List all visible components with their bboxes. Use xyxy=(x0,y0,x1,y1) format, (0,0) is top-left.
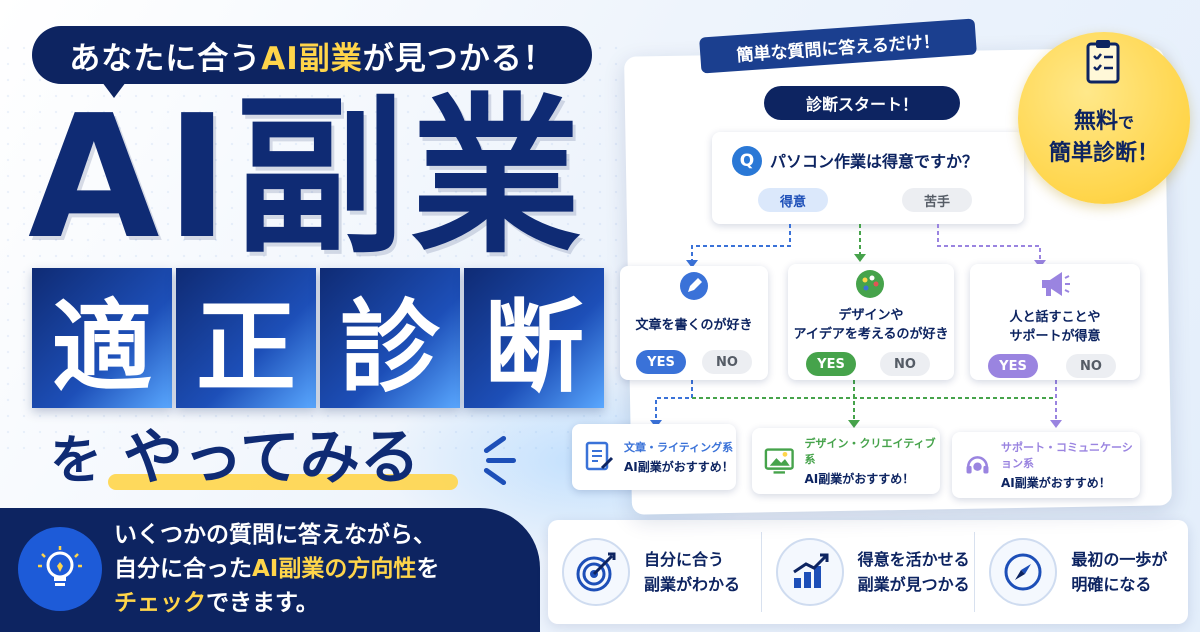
subtitle-main: やってみる xyxy=(122,423,420,493)
subtitle-particle: を xyxy=(50,431,103,491)
benefit-line-2: 明確になる xyxy=(1071,575,1152,594)
result-recommendation: AI副業がおすすめ！ xyxy=(624,460,734,474)
benefit-line-2: 副業がわかる xyxy=(644,575,741,594)
subtitle: を やってみる xyxy=(50,418,470,498)
info-line-3: チェックできます。 xyxy=(114,586,534,620)
benefit-line-1: 自分に合う xyxy=(644,550,725,569)
benefit-line-1: 得意を活かせる xyxy=(857,550,970,569)
result-card-support: サポート・コミュニケーション系 AI副業がおすすめ！ xyxy=(952,432,1140,498)
no-button[interactable]: NO xyxy=(702,350,752,374)
option-text: 文章を書くのが好き xyxy=(635,318,753,333)
benefit-line-1: 最初の一歩が xyxy=(1071,550,1168,569)
result-category: サポート・コミュニケーション系 xyxy=(1001,441,1133,470)
option-text: デザインや アイデアを考えるのが好き xyxy=(788,306,954,344)
lightbulb-icon xyxy=(18,527,102,611)
option-text-line-1: デザインや xyxy=(838,308,904,323)
result-recommendation: AI副業がおすすめ！ xyxy=(1001,476,1111,490)
badge-de: で xyxy=(1118,113,1135,132)
bubble-text-post: が見つかる！ xyxy=(362,40,555,77)
info-line-2: 自分に合ったAI副業の方向性を xyxy=(114,552,534,586)
benefits-bar: 自分に合う副業がわかる 得意を活かせる副業が見つかる 最初の一歩が明確になる xyxy=(548,520,1188,624)
info-line-3-post: できます。 xyxy=(206,590,319,616)
option-text-line-2: サポートが得意 xyxy=(1009,329,1101,344)
start-pill: 診断スタート！ xyxy=(764,86,960,120)
result-recommendation: AI副業がおすすめ！ xyxy=(804,472,915,486)
option-text: 人と話すことや サポートが得意 xyxy=(970,308,1140,346)
option-text-line-2: アイデアを考えるのが好き xyxy=(793,327,949,342)
question-box xyxy=(712,132,1024,224)
megaphone-icon xyxy=(1038,268,1072,304)
title-tile: 断 xyxy=(464,268,604,408)
title-tiles: 適 正 診 断 xyxy=(32,268,604,408)
growth-chart-icon xyxy=(775,538,844,606)
pen-icon xyxy=(678,270,710,306)
badge-line-2: 簡単診断！ xyxy=(1048,141,1159,166)
badge-free: 無料 xyxy=(1073,109,1118,134)
title-tile: 正 xyxy=(176,268,316,408)
flow-connectors xyxy=(650,224,1062,428)
bubble-text-pre: あなたに合う xyxy=(69,40,262,77)
answer-good-button[interactable]: 得意 xyxy=(758,188,828,212)
title-tile: 診 xyxy=(320,268,460,408)
option-text-line-1: 人と話すことや xyxy=(1009,310,1101,325)
yes-button[interactable]: YES xyxy=(636,350,686,374)
info-line-2-post: を xyxy=(416,556,440,582)
target-icon xyxy=(562,538,630,606)
question-mark-icon: Q xyxy=(732,146,762,176)
headset-icon xyxy=(966,456,989,474)
no-button[interactable]: NO xyxy=(1066,354,1116,378)
badge-line-1: 無料で xyxy=(1074,103,1134,135)
clipboard-icon xyxy=(1084,38,1122,88)
yes-button[interactable]: YES xyxy=(988,354,1038,378)
no-button[interactable]: NO xyxy=(880,352,930,376)
info-line-2-pre: 自分に合った xyxy=(114,556,252,582)
benefit-item: 得意を活かせる副業が見つかる xyxy=(760,532,975,612)
result-category: 文章・ライティング系 xyxy=(624,441,734,454)
yes-button[interactable]: YES xyxy=(806,352,856,376)
document-icon xyxy=(585,441,614,471)
image-icon xyxy=(764,448,794,474)
info-text: いくつかの質問に答えながら、 自分に合ったAI副業の方向性を チェックできます。 xyxy=(114,518,534,620)
main-title: AI副業 xyxy=(28,79,587,277)
result-card-design: デザイン・クリエイティブ系 AI副業がおすすめ！ xyxy=(752,428,940,494)
subtitle-underline xyxy=(108,474,458,490)
info-line-1: いくつかの質問に答えながら、 xyxy=(114,522,436,548)
compass-icon xyxy=(989,538,1058,606)
title-tile: 適 xyxy=(32,268,172,408)
info-line-2-highlight: AI副業の方向性 xyxy=(252,556,417,582)
result-category: デザイン・クリエイティブ系 xyxy=(804,437,936,466)
benefit-item: 最初の一歩が明確になる xyxy=(974,532,1188,612)
palette-icon xyxy=(854,268,886,304)
free-diagnosis-badge: 無料で 簡単診断！ xyxy=(1018,32,1190,204)
benefit-line-2: 副業が見つかる xyxy=(857,575,970,594)
sparkle-lines-icon xyxy=(482,434,522,487)
answer-bad-button[interactable]: 苦手 xyxy=(902,188,972,212)
bubble-text-highlight: AI副業 xyxy=(261,40,363,77)
info-line-3-highlight: チェック xyxy=(114,590,206,616)
result-card-writing: 文章・ライティング系 AI副業がおすすめ！ xyxy=(572,424,736,490)
benefit-item: 自分に合う副業がわかる xyxy=(548,532,761,612)
question-text: パソコン作業は得意ですか？ xyxy=(770,152,979,171)
